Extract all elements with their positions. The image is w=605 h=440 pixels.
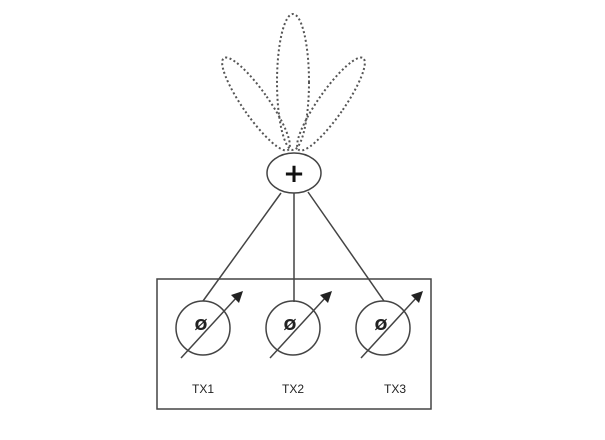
arrow-icon [411, 291, 423, 303]
feed-lines [202, 191, 385, 302]
beam-pattern [221, 13, 366, 152]
left-lobe [221, 56, 291, 152]
center-lobe [276, 13, 310, 151]
label-tx3: TX3 [384, 382, 406, 396]
svg-text:Ø: Ø [195, 316, 208, 334]
summer-node: + [266, 152, 322, 194]
phase-shifter-tx1: Ø [175, 291, 243, 359]
plus-icon: + [283, 159, 305, 189]
label-tx1: TX1 [192, 382, 214, 396]
phase-shifter-tx2: Ø [265, 291, 332, 359]
svg-text:Ø: Ø [375, 316, 388, 334]
transmitter-box [156, 278, 432, 410]
svg-text:Ø: Ø [284, 316, 297, 334]
arrow-icon [320, 291, 332, 303]
right-lobe [296, 56, 366, 152]
phase-shifter-tx3: Ø [355, 291, 423, 359]
arrow-icon [231, 291, 243, 303]
label-tx2: TX2 [282, 382, 304, 396]
